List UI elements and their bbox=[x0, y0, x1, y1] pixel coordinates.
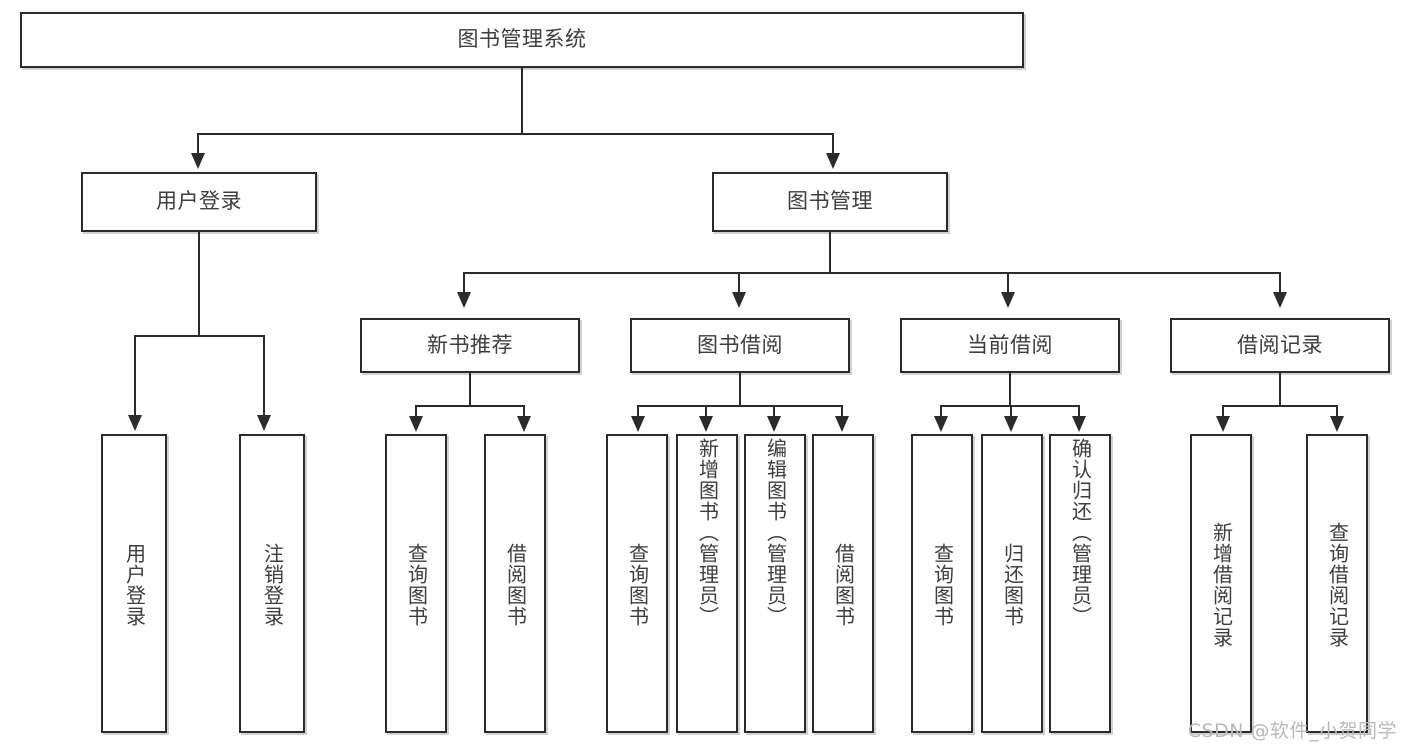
node-label: 注销登录 bbox=[260, 542, 285, 627]
node-label: 查询图书 bbox=[930, 542, 955, 627]
node-label: 归还图书 bbox=[1000, 542, 1025, 627]
leaf-cb-query-book[interactable]: 查询图书 bbox=[911, 434, 973, 733]
node-root-book-management-system[interactable]: 图书管理系统 bbox=[20, 12, 1024, 68]
connector-borrow-record-stem bbox=[1279, 373, 1281, 407]
connector-root-bus bbox=[197, 133, 834, 135]
connector-user-login-to-leaf-2 bbox=[263, 335, 265, 417]
connector-new-book-recommend-bus bbox=[415, 405, 525, 407]
connector-br-to-leaf-2 bbox=[1336, 405, 1338, 419]
connector-bb-to-leaf-1 bbox=[637, 405, 639, 419]
connector-nbr-to-leaf-1 bbox=[415, 405, 417, 419]
connector-bb-to-leaf-3 bbox=[773, 405, 775, 419]
leaf-bb-query-book[interactable]: 查询图书 bbox=[606, 434, 668, 733]
connector-bm-to-book-borrow bbox=[738, 272, 740, 294]
arrowhead-cb-leaf-2 bbox=[1004, 416, 1018, 432]
connector-root-to-user-login bbox=[197, 133, 199, 155]
leaf-user-login-logout[interactable]: 注销登录 bbox=[239, 434, 305, 733]
connector-br-to-leaf-1 bbox=[1222, 405, 1224, 419]
connector-user-login-to-leaf-1 bbox=[134, 335, 136, 417]
leaf-nbr-query-book[interactable]: 查询图书 bbox=[385, 434, 447, 733]
leaf-user-login-login[interactable]: 用户登录 bbox=[101, 434, 167, 733]
node-user-login[interactable]: 用户登录 bbox=[81, 172, 317, 232]
connector-user-login-bus bbox=[134, 335, 264, 337]
node-label: 图书借阅 bbox=[697, 332, 783, 357]
connector-current-borrow-stem bbox=[1009, 373, 1011, 407]
arrowhead-root-to-book-management bbox=[826, 153, 840, 169]
arrowhead-bm-new-book-recommend bbox=[457, 292, 471, 308]
leaf-bb-add-book-admin[interactable]: 新增图书（管理员） bbox=[676, 434, 738, 733]
leaf-cb-return-book[interactable]: 归还图书 bbox=[981, 434, 1043, 733]
node-label: 图书管理系统 bbox=[457, 27, 587, 52]
connector-borrow-record-bus bbox=[1222, 405, 1338, 407]
arrowhead-nbr-leaf-1 bbox=[409, 416, 423, 432]
node-label: 查询图书 bbox=[404, 542, 429, 627]
leaf-nbr-borrow-book[interactable]: 借阅图书 bbox=[484, 434, 546, 733]
node-label: 新增借阅记录 bbox=[1209, 521, 1234, 648]
connector-nbr-to-leaf-2 bbox=[523, 405, 525, 419]
arrowhead-br-leaf-2 bbox=[1330, 416, 1344, 432]
connector-bb-to-leaf-4 bbox=[841, 405, 843, 419]
connector-bm-to-new-book-recommend bbox=[463, 272, 465, 294]
leaf-cb-confirm-return-admin[interactable]: 确认归还（管理员） bbox=[1049, 434, 1111, 733]
connector-book-management-stem bbox=[829, 232, 831, 274]
node-label: 新增图书（管理员） bbox=[695, 438, 720, 627]
arrowhead-bb-leaf-1 bbox=[631, 416, 645, 432]
connector-bm-to-borrow-record bbox=[1279, 272, 1281, 294]
node-label: 借阅图书 bbox=[831, 542, 856, 627]
arrowhead-bb-leaf-3 bbox=[767, 416, 781, 432]
node-label: 当前借阅 bbox=[967, 332, 1053, 357]
arrowhead-bm-book-borrow bbox=[732, 292, 746, 308]
node-label: 查询图书 bbox=[625, 542, 650, 627]
node-label: 确认归还（管理员） bbox=[1068, 438, 1093, 627]
node-label: 用户登录 bbox=[122, 542, 147, 627]
arrowhead-bb-leaf-2 bbox=[699, 416, 713, 432]
arrowhead-user-login-leaf-2 bbox=[257, 415, 271, 431]
node-label: 图书管理 bbox=[787, 189, 873, 214]
csdn-watermark: CSDN @软件_小贺同学 bbox=[1187, 720, 1397, 742]
arrowhead-bm-current-borrow bbox=[1001, 292, 1015, 308]
node-book-management[interactable]: 图书管理 bbox=[712, 172, 948, 232]
connector-user-login-stem bbox=[198, 232, 200, 336]
connector-cb-to-leaf-2 bbox=[1010, 405, 1012, 419]
arrowhead-cb-leaf-3 bbox=[1072, 416, 1086, 432]
connector-cb-to-leaf-3 bbox=[1078, 405, 1080, 419]
leaf-br-add-record[interactable]: 新增借阅记录 bbox=[1190, 434, 1252, 733]
leaf-bb-borrow-book[interactable]: 借阅图书 bbox=[812, 434, 874, 733]
node-label: 借阅图书 bbox=[503, 542, 528, 627]
connector-book-management-bus bbox=[463, 272, 1281, 274]
node-book-borrow[interactable]: 图书借阅 bbox=[630, 318, 850, 373]
node-label: 查询借阅记录 bbox=[1325, 521, 1350, 648]
leaf-br-query-record[interactable]: 查询借阅记录 bbox=[1306, 434, 1368, 733]
connector-root-stem bbox=[521, 68, 523, 134]
connector-bb-to-leaf-2 bbox=[705, 405, 707, 419]
connector-root-to-book-management bbox=[832, 133, 834, 155]
connector-book-borrow-bus bbox=[637, 405, 843, 407]
arrowhead-br-leaf-1 bbox=[1216, 416, 1230, 432]
node-label: 新书推荐 bbox=[427, 332, 513, 357]
connector-new-book-recommend-stem bbox=[469, 373, 471, 407]
node-new-book-recommend[interactable]: 新书推荐 bbox=[360, 318, 580, 373]
connector-cb-to-leaf-1 bbox=[940, 405, 942, 419]
arrowhead-bm-borrow-record bbox=[1273, 292, 1287, 308]
node-label: 编辑图书（管理员） bbox=[763, 438, 788, 627]
arrowhead-user-login-leaf-1 bbox=[128, 415, 142, 431]
node-label: 用户登录 bbox=[156, 189, 242, 214]
node-borrow-record[interactable]: 借阅记录 bbox=[1170, 318, 1390, 373]
arrowhead-root-to-user-login bbox=[191, 153, 205, 169]
arrowhead-nbr-leaf-2 bbox=[517, 416, 531, 432]
arrowhead-bb-leaf-4 bbox=[835, 416, 849, 432]
node-label: 借阅记录 bbox=[1237, 332, 1323, 357]
connector-bm-to-current-borrow bbox=[1007, 272, 1009, 294]
connector-book-borrow-stem bbox=[739, 373, 741, 407]
arrowhead-cb-leaf-1 bbox=[934, 416, 948, 432]
leaf-bb-edit-book-admin[interactable]: 编辑图书（管理员） bbox=[744, 434, 806, 733]
node-current-borrow[interactable]: 当前借阅 bbox=[900, 318, 1120, 373]
